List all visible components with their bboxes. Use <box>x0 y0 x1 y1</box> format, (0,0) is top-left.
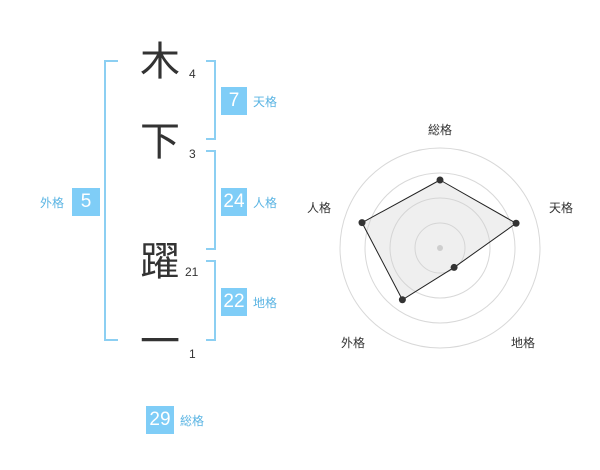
soukaku-badge: 29 <box>146 406 174 434</box>
stroke-count-2: 3 <box>189 147 196 161</box>
name-char-4: 一 <box>140 319 180 365</box>
tenkaku-badge: 7 <box>221 87 247 115</box>
radar-ring <box>364 172 516 324</box>
gaikaku-badge: 5 <box>72 188 100 216</box>
stroke-count-3: 21 <box>185 265 199 279</box>
radar-point-5 <box>358 219 366 227</box>
chikaku-label: 地格 <box>253 296 278 310</box>
tenkaku-bracket <box>206 60 216 140</box>
jinkaku-label: 人格 <box>253 196 278 210</box>
radar-point-4 <box>398 296 406 304</box>
radar-label-jinkaku: 人格 <box>307 201 332 215</box>
radar-point-1 <box>436 176 444 184</box>
name-char-1: 木 <box>140 39 180 85</box>
chikaku-bracket <box>206 260 216 341</box>
tenkaku-label: 天格 <box>253 95 278 109</box>
radar-label-gaikaku: 外格 <box>341 336 366 350</box>
jinkaku-badge: 24 <box>221 188 247 216</box>
radar-ring <box>414 222 466 274</box>
radar-label-soukaku: 総格 <box>428 123 453 137</box>
radar-point-3 <box>450 263 458 271</box>
stroke-count-1: 4 <box>189 67 196 81</box>
name-char-3: 躍 <box>140 239 180 285</box>
radar-label-chikaku: 地格 <box>511 336 536 350</box>
radar-center <box>437 245 443 251</box>
radar-ring <box>389 197 491 299</box>
gaikaku-bracket <box>104 60 118 341</box>
jinkaku-bracket <box>206 150 216 250</box>
radar-point-2 <box>512 219 520 227</box>
radar-label-tenkaku: 天格 <box>549 201 574 215</box>
radar-series-polygon <box>361 179 518 301</box>
gaikaku-label: 外格 <box>40 196 65 210</box>
stroke-count-4: 1 <box>189 347 196 361</box>
soukaku-label: 総格 <box>180 414 205 428</box>
chikaku-badge: 22 <box>221 288 247 316</box>
name-char-2: 下 <box>140 119 180 165</box>
